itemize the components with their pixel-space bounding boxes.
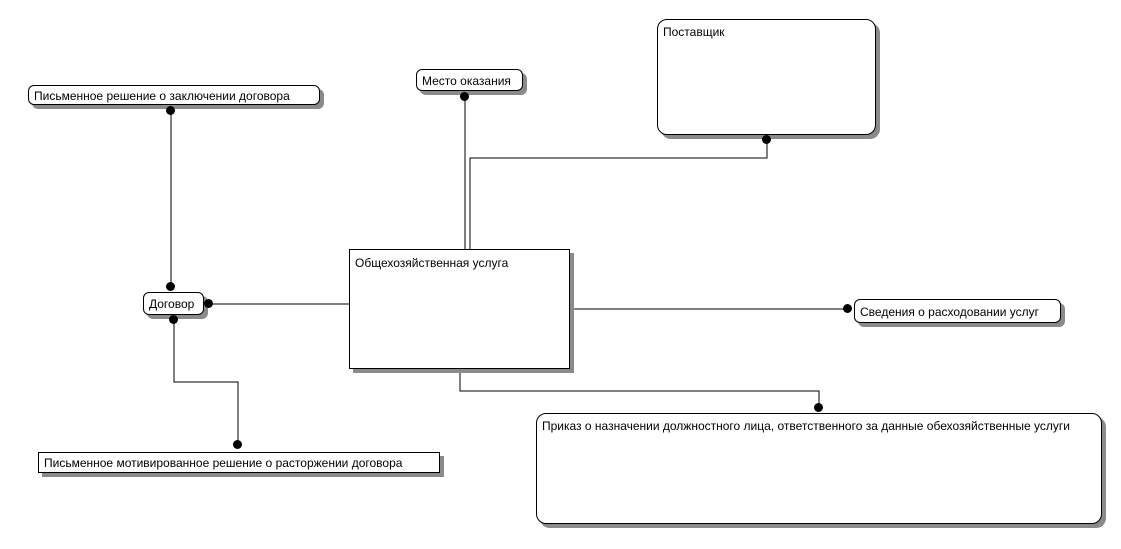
line-contract-to-termination <box>173 320 239 445</box>
entity-order-appointment[interactable]: Приказ о назначении должностного лица, о… <box>536 413 1102 524</box>
connector-dot <box>460 92 469 101</box>
connector-dot <box>233 440 242 449</box>
line-service-to-order <box>459 369 820 408</box>
connector-dot <box>166 106 175 115</box>
entity-label: Общехозяйственная услуга <box>355 256 509 270</box>
entity-service[interactable]: Общехозяйственная услуга <box>349 249 570 369</box>
entity-written-decision-termination[interactable]: Письменное мотивированное решение о раст… <box>38 452 440 473</box>
connector-dot <box>762 135 771 144</box>
entity-label: Письменное мотивированное решение о раст… <box>44 456 403 470</box>
entity-written-decision-conclusion[interactable]: Письменное решение о заключении договора <box>28 85 320 105</box>
connector-dot <box>169 315 178 324</box>
connector-dot <box>814 403 823 412</box>
line-supplier-to-service <box>469 140 768 249</box>
entity-supplier[interactable]: Поставщик <box>657 19 876 135</box>
entity-label: Договор <box>149 297 195 311</box>
entity-label: Приказ о назначении должностного лица, о… <box>542 419 1070 433</box>
entity-label: Место оказания <box>422 74 511 88</box>
entity-label: Поставщик <box>663 25 725 39</box>
connector-dot <box>166 282 175 291</box>
entity-label: Сведения о расходовании услуг <box>860 305 1039 319</box>
entity-expense-info[interactable]: Сведения о расходовании услуг <box>854 299 1061 323</box>
entity-place[interactable]: Место оказания <box>416 69 523 91</box>
connector-dot <box>843 304 852 313</box>
entity-label: Письменное решение о заключении договора <box>34 89 290 103</box>
connector-dot <box>204 299 213 308</box>
entity-contract[interactable]: Договор <box>143 292 204 315</box>
